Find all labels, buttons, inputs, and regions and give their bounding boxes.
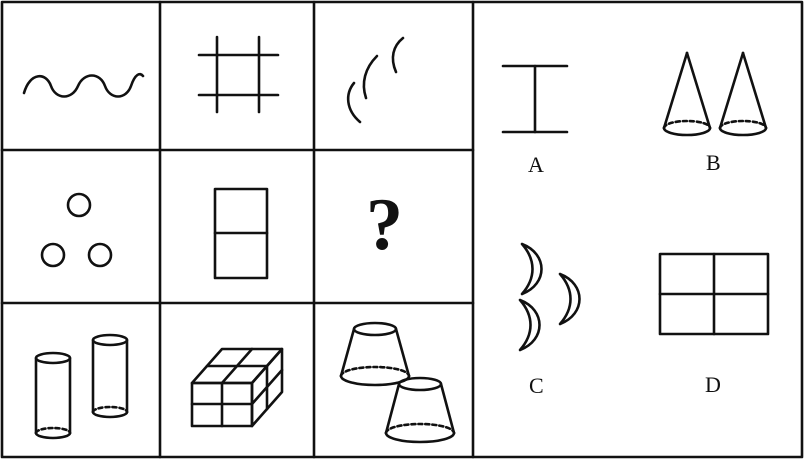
- two-cylinders-icon: [36, 335, 127, 438]
- option-c-label: C: [529, 373, 544, 399]
- three-crescents-icon: [520, 244, 580, 350]
- hash-grid-icon: [199, 37, 278, 112]
- window-2x2-icon: [660, 254, 768, 334]
- block-2x2-3d-icon: [192, 349, 282, 426]
- question-mark: ?: [366, 188, 403, 262]
- two-frustums-icon: [341, 323, 454, 442]
- three-arcs-icon: [348, 38, 403, 122]
- two-cones-icon: [664, 53, 766, 135]
- option-b-label: B: [706, 150, 721, 176]
- option-a-label: A: [528, 152, 544, 178]
- rectangle-halved-icon: [215, 189, 267, 278]
- i-beam-icon: [503, 66, 567, 132]
- three-circles-icon: [42, 194, 111, 266]
- wavy-line-icon: [24, 74, 143, 96]
- option-d-label: D: [705, 372, 721, 398]
